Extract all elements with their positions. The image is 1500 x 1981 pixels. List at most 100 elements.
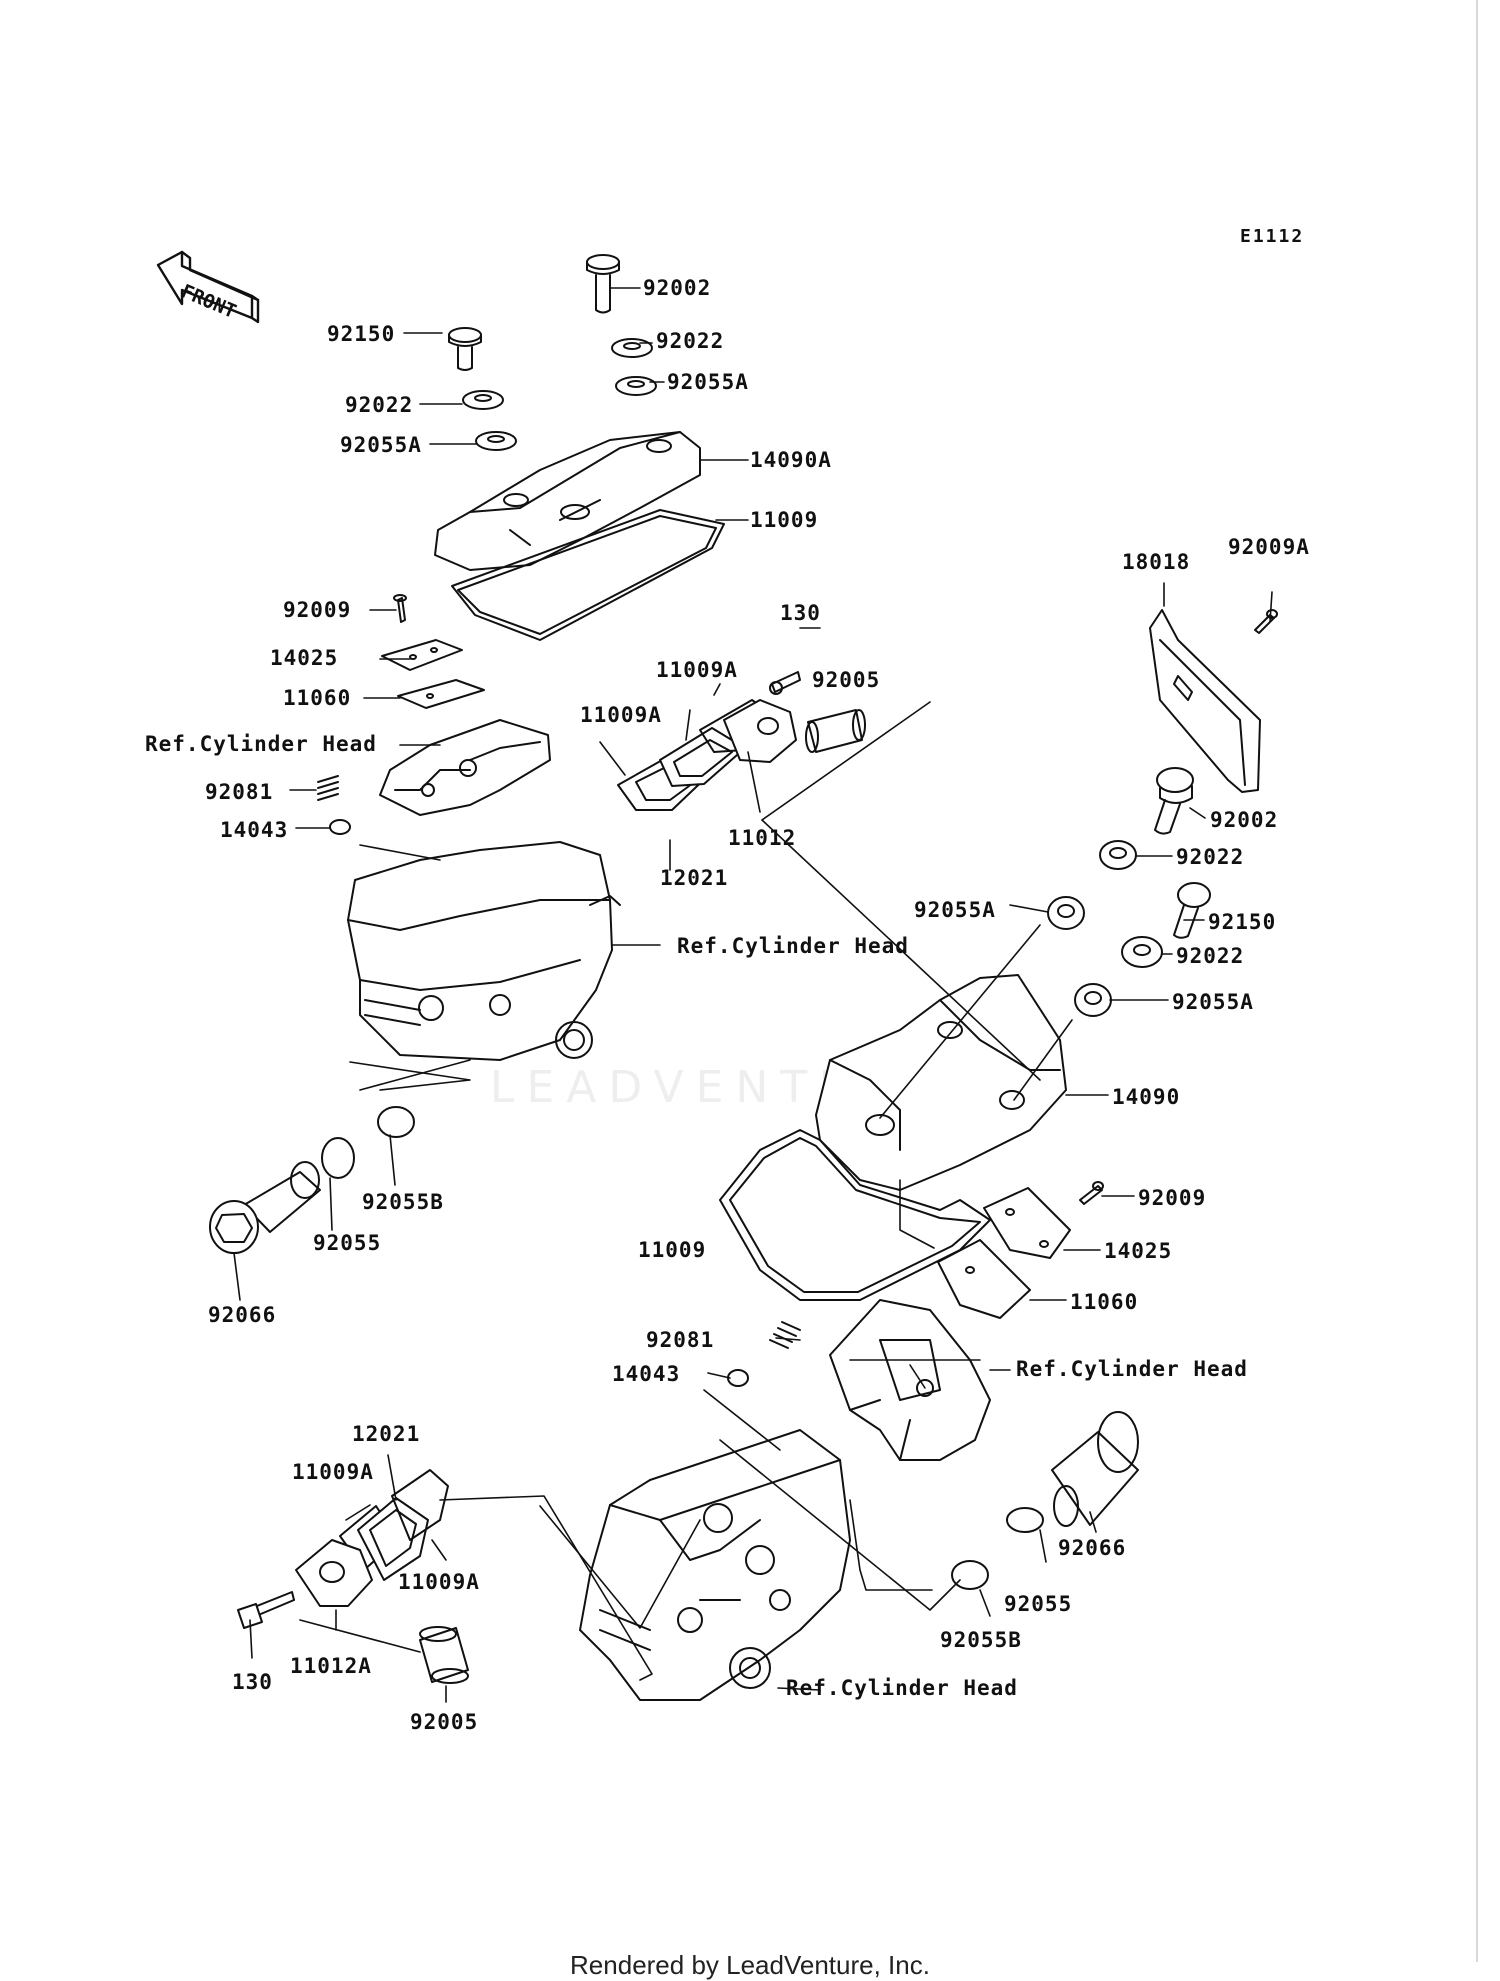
- bolt-130-top-icon: [769, 671, 801, 695]
- bolt-92002-right-icon: [1154, 767, 1194, 835]
- label-92009-top: 92009: [283, 598, 352, 622]
- intake-holder-11012A-icon: [295, 1539, 373, 1607]
- label-11012A: 11012A: [290, 1654, 372, 1678]
- gasket-11009-top-icon: [451, 509, 725, 641]
- head-cover-14090-icon: [815, 974, 1067, 1191]
- washer-92022-top-left-icon: [462, 390, 504, 410]
- label-92055A-right: 92055A: [1172, 990, 1254, 1014]
- footer-credit: Rendered by LeadVenture, Inc.: [570, 1950, 930, 1980]
- plug-14043-bottom-icon: [727, 1369, 749, 1387]
- bolt-130-bottom-icon: [237, 1591, 295, 1629]
- label-11009A-top-a: 11009A: [656, 658, 738, 682]
- label-92055A-top-left: 92055A: [340, 433, 422, 457]
- washer-92022-right-b-icon: [1121, 936, 1163, 968]
- sleeve-92005-bottom-icon: [419, 1626, 469, 1684]
- label-92081-top: 92081: [205, 780, 274, 804]
- label-14090A: 14090A: [750, 448, 832, 472]
- label-18018: 18018: [1122, 550, 1191, 574]
- screw-92009-top-icon: [393, 594, 407, 623]
- label-14025-top: 14025: [270, 646, 339, 670]
- screw-92009-right-icon: [1079, 1181, 1104, 1205]
- gasket-11009-bottom-icon: [719, 1129, 991, 1301]
- washer-92055A-top-right-icon: [615, 376, 657, 396]
- cam-holder-right-icon: [829, 1299, 991, 1461]
- label-130-top: 130: [780, 601, 821, 625]
- washer-92055A-mid-icon: [1047, 896, 1085, 930]
- label-92081-bottom: 92081: [646, 1328, 715, 1352]
- label-11009-top: 11009: [750, 508, 819, 532]
- label-130-bottom: 130: [232, 1670, 273, 1694]
- spring-92081-top-icon: [317, 775, 339, 801]
- bolt-92002-top-icon: [586, 254, 620, 314]
- label-ref-cylinder-head-4: Ref.Cylinder Head: [786, 1676, 1018, 1700]
- plug-92066-left-icon: [209, 1161, 321, 1254]
- bolt-92150-top-icon: [448, 327, 482, 371]
- sleeve-92005-top-icon: [805, 709, 866, 753]
- label-11060-right: 11060: [1070, 1290, 1139, 1314]
- bolt-92150-right-icon: [1173, 882, 1211, 939]
- plate-14025-top-icon: [381, 639, 463, 671]
- label-11009A-bottom-a: 11009A: [292, 1460, 374, 1484]
- label-14043-top: 14043: [220, 818, 289, 842]
- oring-92055B-left-icon: [377, 1106, 415, 1138]
- washer-92055A-right-icon: [1074, 983, 1112, 1017]
- label-ref-cylinder-head-1: Ref.Cylinder Head: [145, 732, 377, 756]
- label-11060-top: 11060: [283, 686, 352, 710]
- holder-12021-top-icon: [659, 727, 746, 787]
- front-arrow-icon: FRONT: [156, 250, 260, 324]
- label-11012: 11012: [728, 826, 797, 850]
- label-92066-left: 92066: [208, 1303, 277, 1327]
- plate-14025-right-icon: [983, 1187, 1071, 1259]
- label-92009A: 92009A: [1228, 535, 1310, 559]
- head-cover-14090A-icon: [434, 431, 701, 571]
- label-92055B-left: 92055B: [362, 1190, 444, 1214]
- gasket-11009A-bottom-b-icon: [391, 1469, 449, 1541]
- label-92022-top-left: 92022: [345, 393, 414, 417]
- label-14090: 14090: [1112, 1085, 1181, 1109]
- label-ref-cylinder-head-2: Ref.Cylinder Head: [677, 934, 909, 958]
- drawing-code: E1112: [1240, 226, 1305, 247]
- label-92002-top: 92002: [643, 276, 712, 300]
- page-border: [1476, 0, 1478, 1962]
- label-11009A-bottom-b: 11009A: [398, 1570, 480, 1594]
- oring-92055B-right-icon: [951, 1560, 989, 1590]
- oring-92055-right-icon: [1006, 1507, 1044, 1533]
- label-ref-cylinder-head-3: Ref.Cylinder Head: [1016, 1357, 1248, 1381]
- label-92055A-mid: 92055A: [914, 898, 996, 922]
- leader-lines: [233, 287, 1273, 1703]
- label-11009-bottom: 11009: [638, 1238, 707, 1262]
- screw-92009A-icon: [1254, 609, 1278, 634]
- label-92150-top: 92150: [327, 322, 396, 346]
- cylinder-head-bottom-icon: [579, 1429, 851, 1701]
- label-92055-left: 92055: [313, 1231, 382, 1255]
- plug-14043-top-icon: [329, 819, 351, 835]
- plug-92066-right-icon: [1051, 1411, 1139, 1527]
- label-92005-top: 92005: [812, 668, 881, 692]
- oring-92055-left-icon: [321, 1137, 355, 1179]
- label-11009A-top-b: 11009A: [580, 703, 662, 727]
- label-92055A-top-right: 92055A: [667, 370, 749, 394]
- spring-92081-bottom-icon: [769, 1321, 801, 1349]
- washer-92022-right-a-icon: [1099, 840, 1137, 870]
- label-92005-bottom: 92005: [410, 1710, 479, 1734]
- label-14043-bottom: 14043: [612, 1362, 681, 1386]
- cylinder-head-top-icon: [347, 841, 621, 1061]
- plate-11060-right-icon: [937, 1239, 1031, 1319]
- cam-holder-top-icon: [379, 719, 551, 816]
- label-14025-right: 14025: [1104, 1239, 1173, 1263]
- label-12021-bottom: 12021: [352, 1422, 421, 1446]
- label-92009-right: 92009: [1138, 1186, 1207, 1210]
- holder-12021-bottom-icon: [357, 1497, 429, 1581]
- label-92022-top-right: 92022: [656, 329, 725, 353]
- label-92022-right-a: 92022: [1176, 845, 1245, 869]
- chain-guide-18018-icon: [1149, 609, 1261, 793]
- plate-11060-top-icon: [397, 679, 485, 709]
- intake-holder-11012-icon: [723, 699, 797, 763]
- label-92150-right: 92150: [1208, 910, 1277, 934]
- label-92066-right: 92066: [1058, 1536, 1127, 1560]
- label-92022-right-b: 92022: [1176, 944, 1245, 968]
- label-92055-right: 92055: [1004, 1592, 1073, 1616]
- label-12021-top: 12021: [660, 866, 729, 890]
- washer-92055A-top-left-icon: [475, 431, 517, 451]
